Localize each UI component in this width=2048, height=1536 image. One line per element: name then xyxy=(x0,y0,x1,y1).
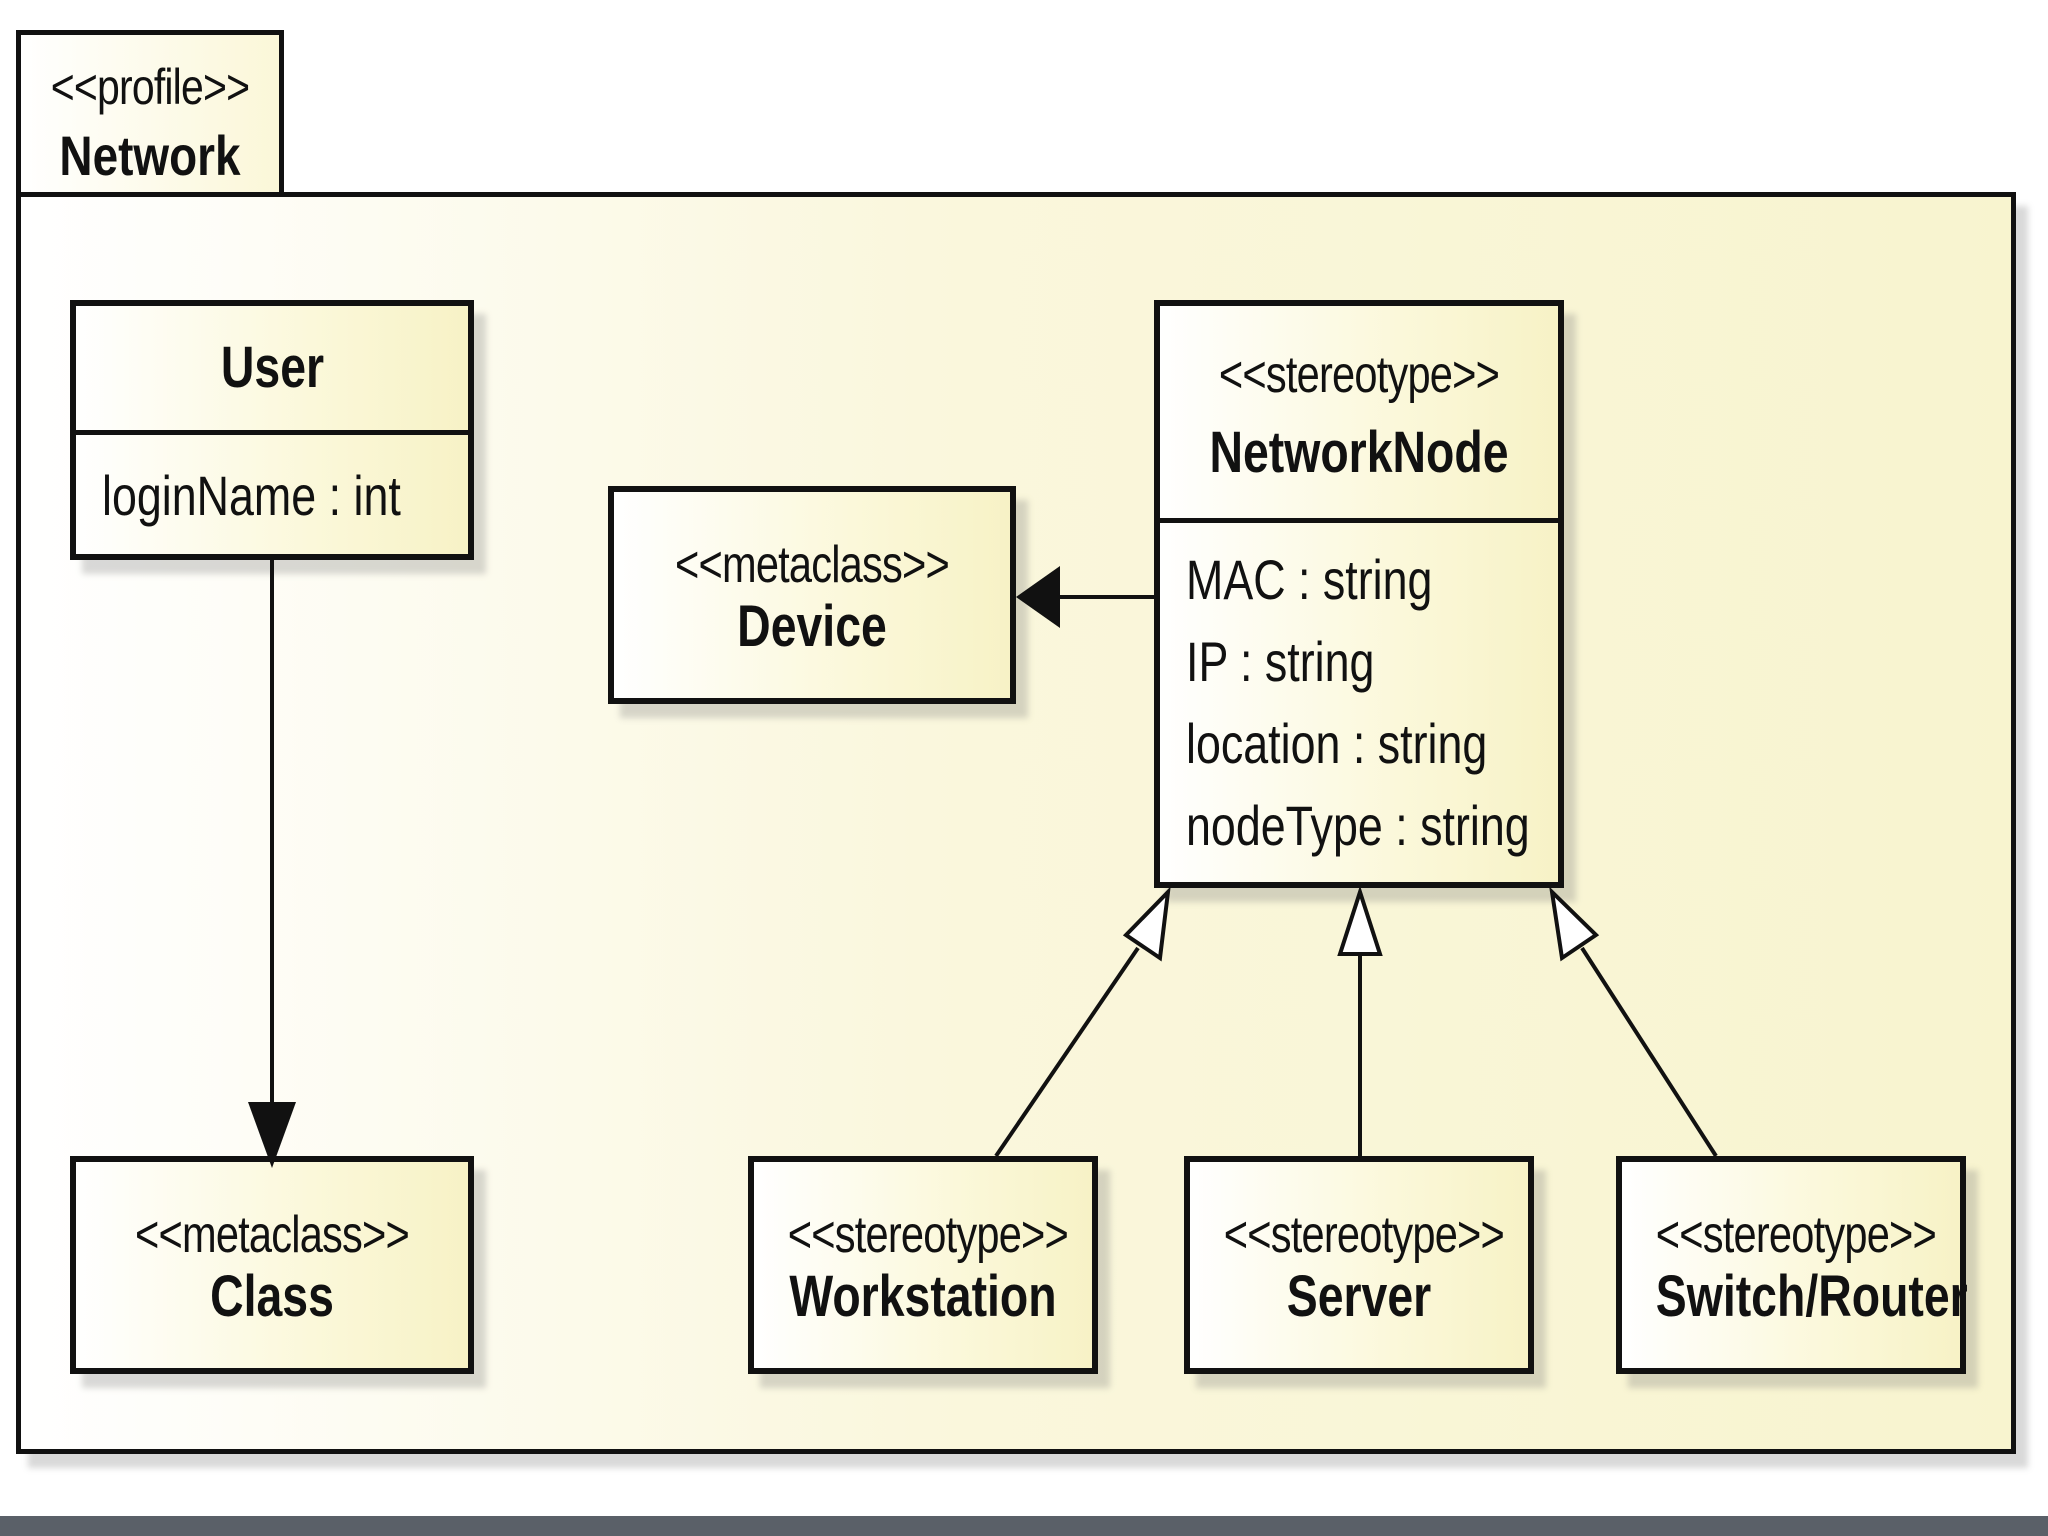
attribute-location: location : string xyxy=(1186,712,1488,775)
class-network-node-attributes: MAC : string IP : string location : stri… xyxy=(1160,518,1558,884)
class-device-name: Device xyxy=(737,594,887,659)
class-network-node-stereotype: <<stereotype>> xyxy=(1218,346,1500,404)
class-server[interactable]: <<stereotype>> Server xyxy=(1184,1156,1534,1374)
class-network-node[interactable]: <<stereotype>> NetworkNode MAC : string … xyxy=(1154,300,1564,888)
class-workstation-stereotype: <<stereotype>> xyxy=(787,1206,1069,1264)
class-metaclass-class-name: Class xyxy=(210,1264,334,1329)
package-tab: <<profile>> Network xyxy=(16,30,284,192)
bottom-bar xyxy=(0,1516,2048,1536)
class-metaclass-class-stereotype: <<metaclass>> xyxy=(134,1206,410,1264)
attribute-mac: MAC : string xyxy=(1186,548,1433,611)
class-server-stereotype: <<stereotype>> xyxy=(1223,1206,1505,1264)
class-metaclass-device[interactable]: <<metaclass>> Device xyxy=(608,486,1016,704)
package-name: Network xyxy=(59,124,241,187)
class-device-stereotype: <<metaclass>> xyxy=(674,536,950,594)
class-network-node-name: NetworkNode xyxy=(1209,420,1509,485)
attribute-node-type: nodeType : string xyxy=(1186,794,1530,857)
class-workstation[interactable]: <<stereotype>> Workstation xyxy=(748,1156,1098,1374)
class-switch-router-name: Switch/Router xyxy=(1655,1264,1968,1329)
package-stereotype: <<profile>> xyxy=(50,59,250,115)
class-user-attributes: loginName : int xyxy=(76,430,468,554)
class-server-name: Server xyxy=(1286,1264,1432,1329)
class-metaclass-class[interactable]: <<metaclass>> Class xyxy=(70,1156,474,1374)
class-user-header: User xyxy=(76,306,468,430)
class-switch-router[interactable]: <<stereotype>> Switch/Router xyxy=(1616,1156,1968,1374)
attribute-login-name: loginName : int xyxy=(102,464,401,527)
class-workstation-name: Workstation xyxy=(789,1264,1057,1329)
class-switch-router-stereotype: <<stereotype>> xyxy=(1655,1206,1937,1264)
class-user-name: User xyxy=(220,335,324,400)
attribute-ip: IP : string xyxy=(1186,630,1375,693)
class-network-node-header: <<stereotype>> NetworkNode xyxy=(1160,306,1558,518)
class-user[interactable]: User loginName : int xyxy=(70,300,474,560)
